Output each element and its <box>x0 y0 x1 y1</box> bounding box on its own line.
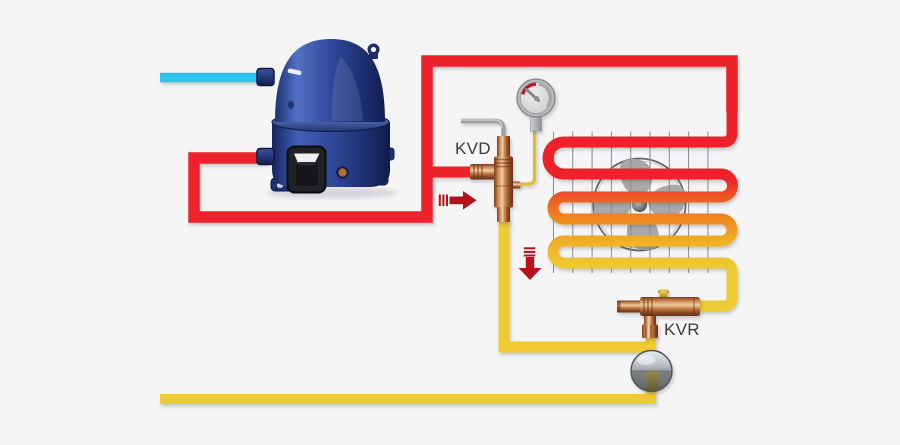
sight-glass-indicator <box>645 371 660 391</box>
kvd-valve-label: KVD <box>455 139 491 158</box>
discharge-port <box>256 147 275 166</box>
kvd-bottom-tube <box>497 207 510 222</box>
fan-shroud-ring <box>592 157 687 252</box>
kvr-outlet-tube <box>644 314 656 325</box>
gauge-gray-zone <box>538 83 551 108</box>
kvr-inlet-tube <box>617 300 641 313</box>
kvr-valve-label: KVR <box>664 320 700 339</box>
gauge-needle-hub <box>533 95 540 102</box>
gauge-connection-line <box>519 126 537 186</box>
kvr-body <box>640 297 700 316</box>
compressor-highlight <box>287 68 302 76</box>
suction-port <box>256 67 275 87</box>
gauge-red-zone <box>521 82 537 95</box>
flow-down-icon <box>518 247 542 280</box>
kvd-gauge-port <box>512 181 521 189</box>
sight-glass <box>630 349 673 393</box>
compressor-sight-plug <box>336 166 349 179</box>
compressor-lifting-lug <box>367 43 380 56</box>
discharge-line-pipe <box>188 55 738 223</box>
kvd-valve <box>461 118 521 222</box>
compressor-dome <box>275 39 385 122</box>
kvr-outlet-nut <box>642 324 658 338</box>
condenser-coil-pipe <box>542 98 738 312</box>
kvr-setting-stem <box>659 291 668 300</box>
kvr-valve <box>617 289 700 338</box>
kvd-body <box>494 156 513 208</box>
kvd-outlet-pipe <box>498 219 651 353</box>
pressure-gauge <box>516 78 556 132</box>
kvd-top-tube <box>497 136 510 159</box>
flow-right-icon <box>438 191 477 210</box>
compressor <box>256 39 398 199</box>
